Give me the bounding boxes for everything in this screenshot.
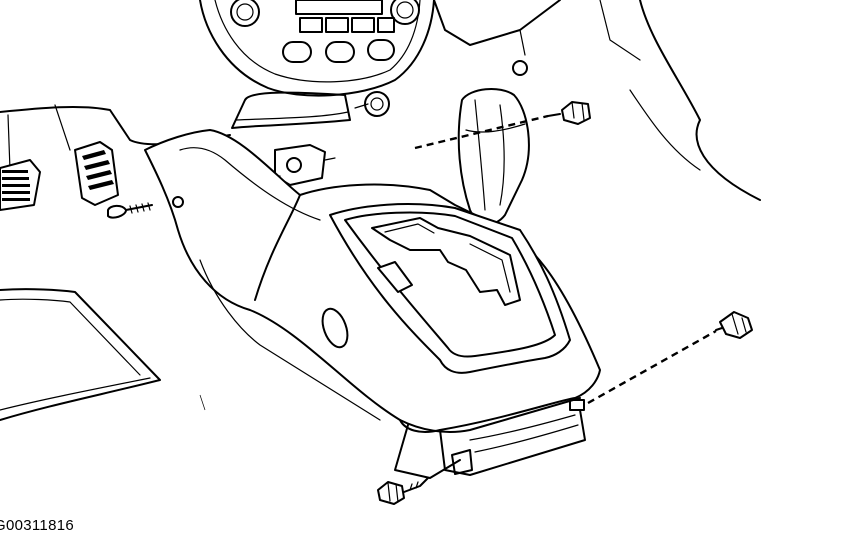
screw-front-left bbox=[107, 196, 184, 219]
figure-id-label: G00311816 bbox=[0, 517, 74, 534]
floor-mat bbox=[0, 288, 206, 421]
pedals bbox=[0, 104, 231, 211]
center-console bbox=[144, 129, 601, 433]
screw-bottom-front bbox=[377, 477, 429, 505]
screw-rear-right-lower bbox=[715, 311, 753, 339]
console-rear-bracket bbox=[394, 399, 586, 479]
center-stack-panel bbox=[230, 0, 420, 63]
screw-rear-right-upper bbox=[547, 101, 591, 125]
dashboard-outline bbox=[199, 0, 761, 201]
lower-dash-pocket bbox=[231, 60, 528, 129]
installation-guide-lines bbox=[414, 114, 717, 405]
